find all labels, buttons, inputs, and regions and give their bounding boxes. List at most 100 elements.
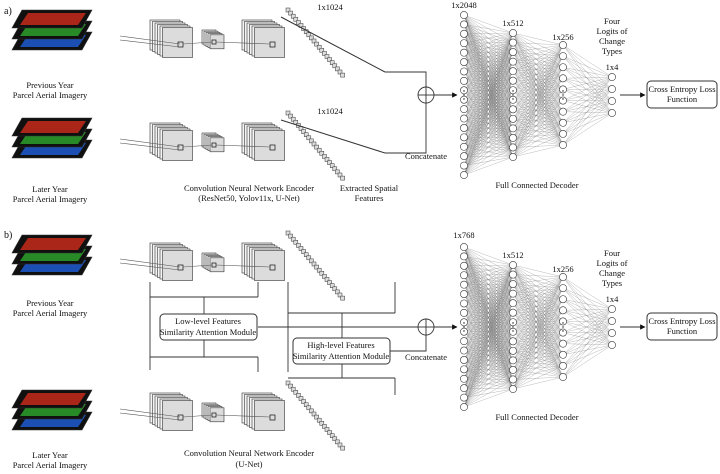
feature-vector-cell [288, 233, 293, 239]
fc-connection [512, 283, 564, 300]
fc-neuron [460, 243, 468, 251]
fc-connection [463, 32, 514, 44]
feature-vector-cell [324, 157, 330, 162]
fc-connection [512, 287, 564, 294]
fc-connection [512, 312, 564, 333]
fc-neuron [460, 374, 468, 383]
fc-connection [512, 44, 564, 148]
fc-connection [562, 308, 613, 355]
panel-a-encoder-label-line1: Convolution Neural Network Encoder [184, 183, 314, 193]
fc-connection [512, 44, 564, 138]
fc-connection [562, 76, 613, 79]
fc-connection [512, 354, 564, 380]
kernel-window [177, 144, 184, 151]
feature-slab-edge [280, 16, 386, 73]
fc-neuron [460, 318, 468, 327]
fc-connection [512, 99, 564, 101]
fc-connection [512, 78, 564, 158]
fc-connection [512, 283, 564, 311]
fc-connection [512, 99, 564, 112]
fc-neuron [460, 346, 468, 355]
fc-connection [562, 310, 613, 334]
kernel-window [177, 264, 184, 271]
fc-neuron [509, 105, 517, 114]
panel-b-encoder-label-line2: (U-Net) [236, 459, 263, 469]
fc-connection [512, 354, 564, 371]
fc-neuron [559, 373, 567, 381]
fc-connection [512, 365, 564, 390]
fc-connection [463, 32, 514, 72]
fc-connection [512, 55, 564, 62]
feature-vector-cell [324, 54, 330, 59]
fc-connection [562, 112, 613, 135]
fc-connection [512, 331, 564, 366]
fc-connection [512, 288, 564, 370]
high-level-module-line2: Similarity Attention Module [293, 351, 390, 361]
red-band-layer [20, 393, 86, 405]
fc-connection [463, 32, 514, 157]
panel-b-loss-line2: Function [667, 326, 698, 336]
fc-connection [512, 299, 564, 361]
fc-connection [562, 89, 613, 114]
fc-neuron [509, 134, 517, 142]
fc-neuron [460, 384, 468, 393]
fc-connection [512, 332, 564, 380]
fc-connection [512, 89, 564, 91]
feature-vector-cell [329, 60, 335, 65]
fc-connection [562, 44, 613, 114]
fc-connection [512, 331, 564, 355]
feature-vector-cell [319, 421, 325, 426]
fc-neuron [460, 67, 468, 76]
fc-connection [562, 112, 613, 123]
fc-connection [512, 56, 564, 148]
fc-connection [463, 99, 514, 176]
projection-line [215, 41, 271, 45]
fc-connection [512, 287, 564, 313]
ellipsis-dot [512, 326, 514, 328]
previous-year-image-stack-b [11, 234, 93, 276]
fc-neuron [460, 365, 468, 374]
fc-connection [512, 310, 564, 313]
fc-connection [463, 109, 514, 176]
ellipsis-dot [463, 90, 465, 92]
feature-vector-cell [285, 380, 291, 386]
fc-connection [463, 369, 514, 408]
kernel-window [269, 264, 276, 271]
fc-neuron [509, 356, 517, 365]
ellipsis-dot [562, 94, 564, 96]
panel-b-input-top-line2: Parcel Aerial Imagery [13, 308, 88, 318]
fc-connection [463, 118, 514, 176]
fc-neuron [559, 63, 567, 72]
fc-neuron [460, 95, 468, 104]
fc-neuron [460, 105, 468, 114]
fc-connection [512, 332, 564, 361]
fc-neuron [509, 318, 517, 327]
panel-a-input-top-line2: Parcel Aerial Imagery [13, 90, 88, 100]
feature-vector-cell [298, 246, 304, 251]
fc-connection [562, 44, 613, 102]
fc-connection [512, 89, 564, 119]
fc-connection [562, 67, 613, 78]
fc-connection [463, 341, 514, 408]
fc-neuron [509, 124, 517, 133]
fc-connection [512, 55, 564, 81]
fc-connection [562, 276, 613, 334]
fc-connection [512, 51, 564, 90]
panel-b-input-bottom-line1: Later Year [32, 450, 68, 460]
fc-neuron [460, 152, 468, 161]
feature-vector-cell [288, 113, 293, 119]
fc-neuron [608, 109, 616, 117]
fc-connection [512, 56, 564, 138]
fc-connection [512, 283, 564, 322]
fc-connection [562, 308, 613, 378]
fc-connection [463, 264, 514, 360]
fc-neuron [460, 393, 468, 402]
feature-vector-cell [335, 66, 340, 72]
fc-connection [512, 122, 564, 148]
fc-connection [562, 100, 613, 123]
fc-connection [512, 42, 564, 90]
feature-vector-cell [306, 405, 312, 411]
panel-a-input-top-line1: Previous Year [26, 80, 73, 90]
panel-a-feature-top-size: 1x1024 [317, 2, 343, 12]
fc-connection [512, 341, 564, 355]
